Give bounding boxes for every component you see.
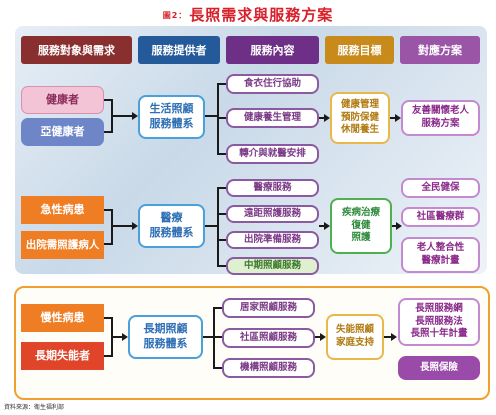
provider-life-care-line2: 服務體系 xyxy=(149,117,194,130)
goal2-line3: 照護 xyxy=(351,232,371,244)
plan3a-line3: 長照十年計畫 xyxy=(410,328,468,340)
header-service-content: 服務內容 xyxy=(226,36,319,64)
service-health-mgmt: 健康養生管理 xyxy=(226,108,319,128)
service-community-care: 社區照顧服務 xyxy=(222,328,315,348)
provider-life-care: 生活照顧 服務體系 xyxy=(138,95,205,139)
title-text: 長照需求與服務方案 xyxy=(189,6,334,24)
service-home-care: 居家照顧服務 xyxy=(222,298,315,318)
header-service-goal: 服務目標 xyxy=(325,36,394,64)
goal1-line2: 預防保健 xyxy=(340,111,379,123)
goal-health-mgmt: 健康管理 預防保健 休閒養生 xyxy=(330,92,390,144)
goal-treatment: 疾病治療 復健 照護 xyxy=(330,198,392,254)
service-referral: 轉介與就醫安排 xyxy=(226,144,319,164)
diagram-title: 圖2：長照需求與服務方案 xyxy=(0,4,496,25)
provider-medical-line1: 醫療 xyxy=(160,211,183,225)
goal1-line3: 休閒養生 xyxy=(340,124,379,136)
goal2-line2: 復健 xyxy=(351,219,371,231)
service-discharge-prep: 出院準備服務 xyxy=(226,231,319,249)
need-chronic-patient: 慢性病患 xyxy=(21,304,104,332)
plan-nhi: 全民健保 xyxy=(401,178,480,198)
plan3a-line1: 長照服務網 xyxy=(415,302,463,314)
goal2-line1: 疾病治療 xyxy=(341,206,380,218)
plan2c-line2: 醫療計畫 xyxy=(421,255,460,266)
provider-life-care-line1: 生活照顧 xyxy=(149,102,194,116)
need-healthy: 健康者 xyxy=(21,86,104,114)
source-note: 資料來源：衛生福利部 xyxy=(4,404,65,411)
plan-elderly-care: 友善關懷老人 服務方案 xyxy=(401,100,480,136)
service-remote-care: 遠距照護服務 xyxy=(226,205,319,223)
plan1-line2: 服務方案 xyxy=(421,118,460,129)
service-interim-care: 中期照顧服務 xyxy=(226,257,319,275)
need-long-term-disabled: 長期失能者 xyxy=(21,342,104,370)
need-sub-healthy: 亞健康者 xyxy=(21,118,104,146)
plan-ltc-insurance: 長照保險 xyxy=(398,356,480,380)
provider-medical-line2: 服務體系 xyxy=(149,226,194,239)
provider-medical: 醫療 服務體系 xyxy=(138,204,205,248)
goal3-line1: 失能照顧 xyxy=(335,324,374,336)
figure-label: 圖2： xyxy=(162,11,188,20)
need-discharge-care: 出院需照護病人 xyxy=(21,231,104,259)
need-acute-patient: 急性病患 xyxy=(21,196,104,224)
goal3-line2: 家庭支持 xyxy=(335,337,374,348)
header-plan: 對應方案 xyxy=(400,36,480,64)
plan-integrated-medical: 老人整合性 醫療計畫 xyxy=(401,237,480,273)
goal-disability-care: 失能照顧 家庭支持 xyxy=(326,314,384,360)
provider-ltc-line1: 長期照顧 xyxy=(143,322,188,336)
plan-community-medical: 社區醫療群 xyxy=(401,207,480,227)
goal1-line1: 健康管理 xyxy=(340,98,379,110)
service-institution-care: 機構照顧服務 xyxy=(222,358,315,378)
header-service-provider: 服務提供者 xyxy=(138,36,220,64)
service-daily-assist: 食衣住行協助 xyxy=(226,74,319,94)
plan3a-line2: 長照服務法 xyxy=(415,315,463,327)
service-medical: 醫療服務 xyxy=(226,179,319,197)
provider-ltc-line2: 服務體系 xyxy=(143,337,188,350)
header-service-target: 服務對象與需求 xyxy=(21,36,132,64)
plan2c-line1: 老人整合性 xyxy=(416,242,465,254)
plan1-line1: 友善關懷老人 xyxy=(411,105,469,117)
provider-long-term-care: 長期照顧 服務體系 xyxy=(128,315,203,359)
plan-ltc-network: 長照服務網 長照服務法 長照十年計畫 xyxy=(398,298,480,346)
